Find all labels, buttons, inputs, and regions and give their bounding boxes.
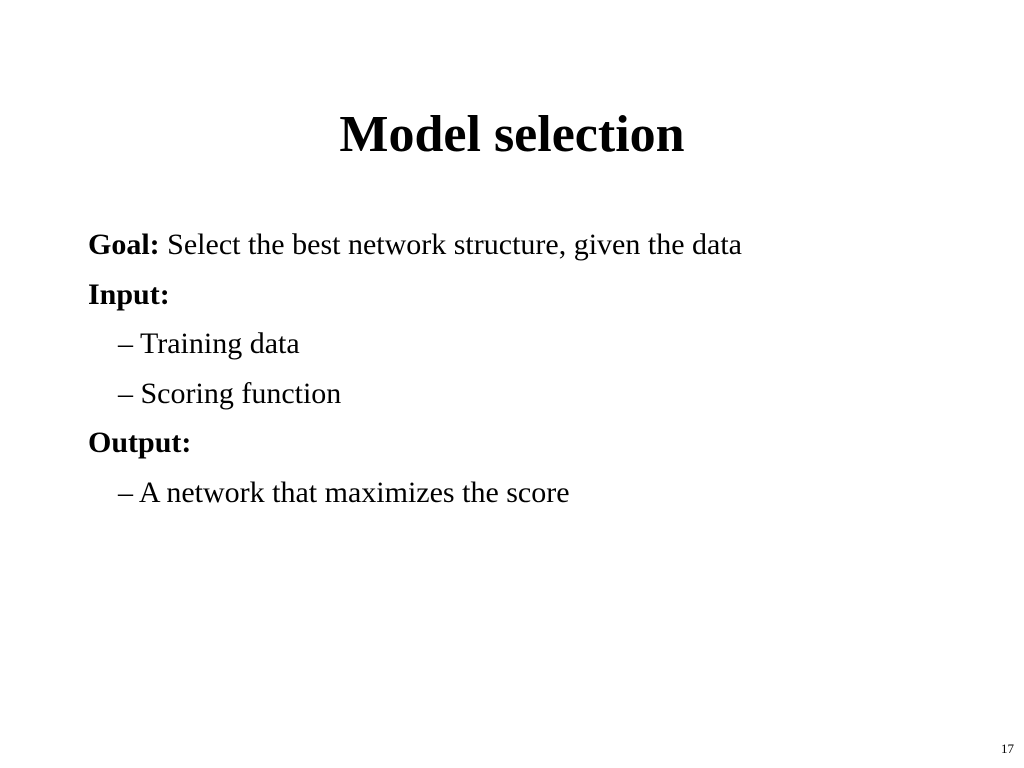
page-number: 17 — [1001, 741, 1014, 756]
output-label: Output: — [88, 426, 192, 459]
input-item-scoring-function: – Scoring function — [118, 376, 342, 410]
goal-text: Select the best network structure, given… — [159, 228, 742, 261]
output-item-network: – A network that maximizes the score — [118, 475, 570, 509]
goal-line: Goal: Select the best network structure,… — [88, 220, 988, 270]
input-label: Input: — [88, 277, 170, 311]
slide-body: Goal: Select the best network structure,… — [88, 220, 988, 517]
slide-title: Model selection — [339, 106, 685, 163]
input-item-training-data: – Training data — [118, 327, 300, 360]
goal-label: Goal: — [88, 228, 160, 261]
